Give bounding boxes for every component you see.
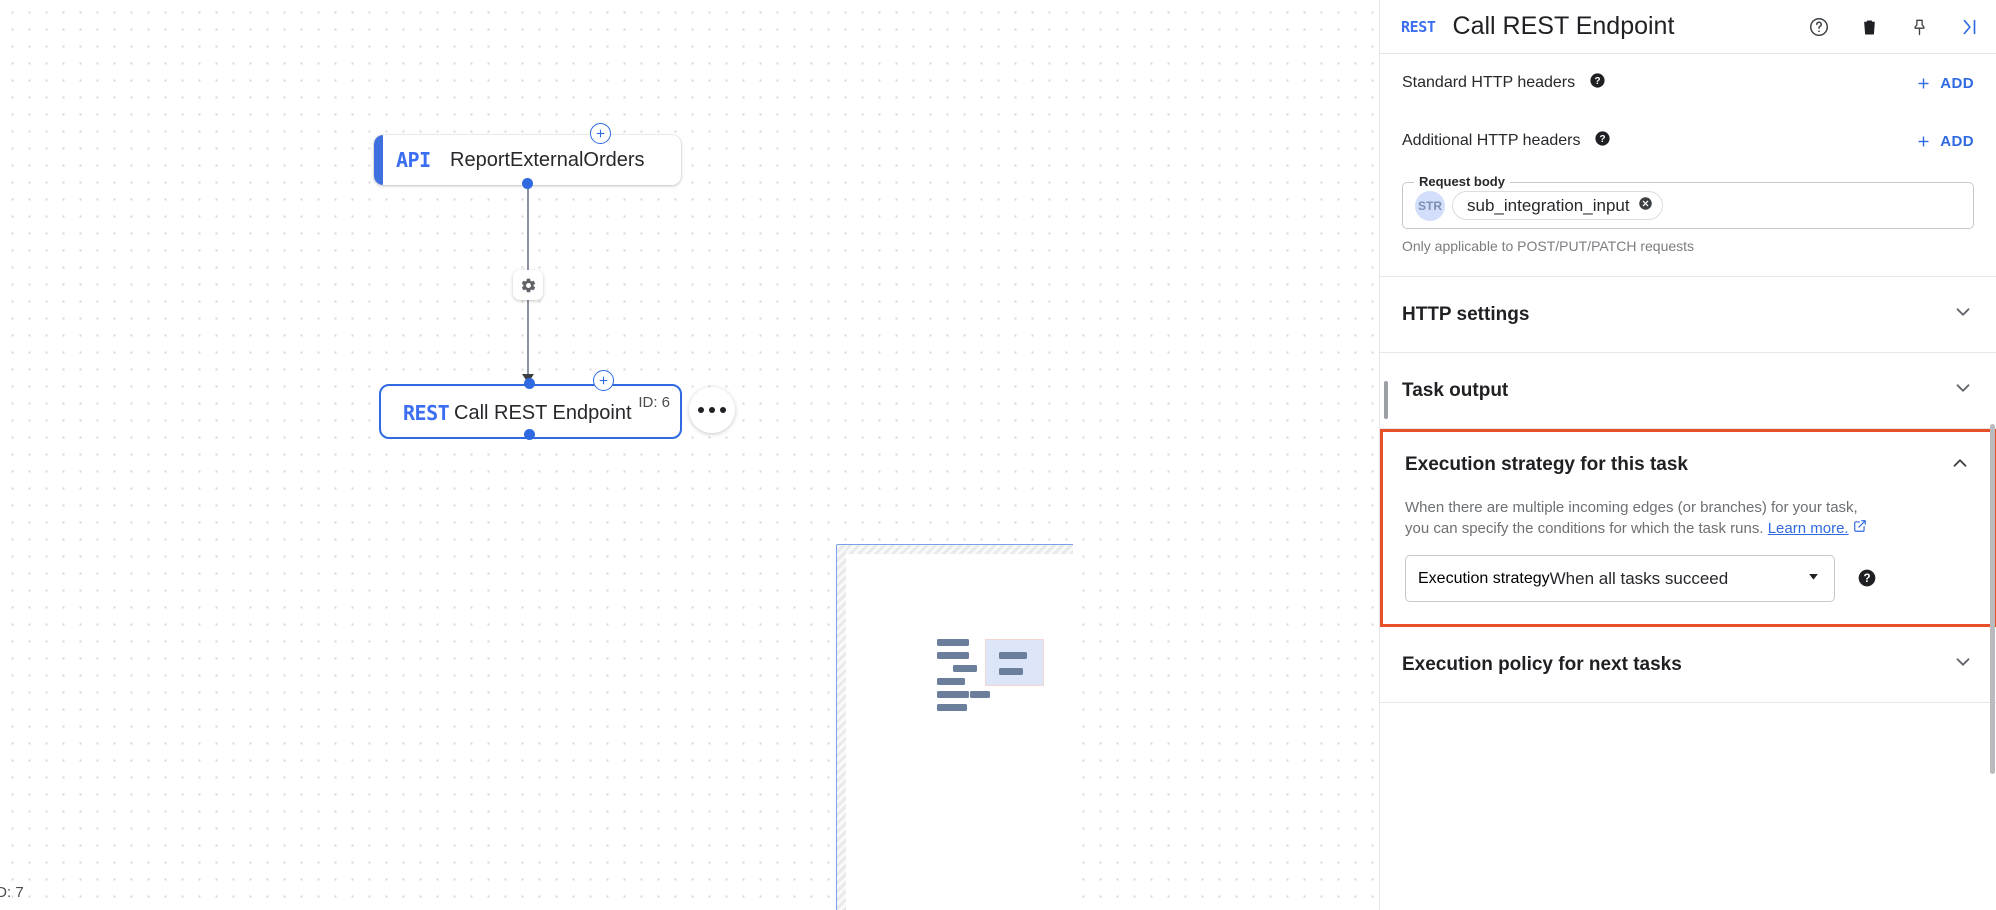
clipped-node-id-label: ID: 7	[0, 884, 24, 901]
node-api-output-dot[interactable]	[522, 178, 533, 189]
execution-strategy-header[interactable]: Execution strategy for this task	[1405, 432, 1971, 498]
node-rest-output-dot[interactable]	[524, 429, 535, 440]
chevron-up-icon[interactable]	[1949, 452, 1971, 479]
request-body-type-badge: STR	[1415, 190, 1445, 221]
section-execution-policy[interactable]: Execution policy for next tasks	[1380, 627, 1996, 704]
add-node-after-rest-button[interactable]	[593, 370, 614, 391]
delete-icon[interactable]	[1856, 14, 1882, 40]
chevron-down-icon[interactable]	[1952, 377, 1974, 404]
panel-hatch-top	[837, 545, 1073, 554]
panel-scrollbar-thumb[interactable]	[1990, 424, 1995, 774]
canvas-node-api[interactable]: API ReportExternalOrders	[374, 135, 681, 185]
section-execution-strategy[interactable]: Execution strategy for this task When th…	[1380, 429, 1996, 628]
request-body-chip-label: sub_integration_input	[1467, 195, 1630, 215]
standard-http-headers-row: Standard HTTP headers ? ADD	[1380, 54, 1996, 112]
node-kind-label: API	[396, 148, 431, 172]
preview-highlight-block	[985, 639, 1044, 686]
additional-http-headers-label: Additional HTTP headers	[1402, 132, 1581, 149]
panel-inner-scroll-indicator[interactable]	[1384, 381, 1388, 419]
collapse-panel-icon[interactable]	[1956, 14, 1982, 40]
request-body-field[interactable]: Request body STR sub_integration_input	[1402, 174, 1974, 229]
svg-text:?: ?	[1863, 573, 1870, 586]
request-body-chip[interactable]: sub_integration_input	[1452, 191, 1663, 220]
section-http-settings-title: HTTP settings	[1402, 303, 1530, 325]
section-task-output[interactable]: Task output	[1380, 353, 1996, 429]
section-execution-strategy-title: Execution strategy for this task	[1405, 454, 1688, 475]
execution-strategy-legend: Execution strategy	[1418, 569, 1550, 587]
section-execution-policy-title: Execution policy for next tasks	[1402, 653, 1682, 675]
add-additional-header-label: ADD	[1940, 132, 1974, 150]
execution-strategy-select[interactable]: Execution strategy When all tasks succee…	[1405, 555, 1835, 603]
panel-hatch-left	[837, 545, 846, 910]
remove-chip-icon[interactable]	[1638, 196, 1653, 216]
dot	[709, 407, 715, 413]
help-filled-icon[interactable]: ?	[1594, 130, 1611, 152]
panel-header-actions	[1806, 0, 1982, 54]
node-more-options-button[interactable]	[689, 387, 735, 433]
panel-header: REST Call REST Endpoint	[1380, 0, 1996, 54]
help-filled-icon[interactable]: ?	[1589, 72, 1606, 94]
divider	[1380, 276, 1996, 277]
task-config-panel: REST Call REST Endpoint	[1379, 0, 1996, 910]
additional-http-headers-row: Additional HTTP headers ? ADD	[1380, 112, 1996, 170]
section-task-output-title: Task output	[1402, 379, 1509, 401]
node-accent-bar	[374, 135, 383, 185]
node-rest-input-dot[interactable]	[524, 378, 535, 389]
request-body-legend: Request body	[1414, 174, 1510, 189]
svg-text:?: ?	[1595, 76, 1601, 87]
panel-kind-label: REST	[1401, 17, 1436, 36]
chevron-down-icon[interactable]	[1952, 651, 1974, 678]
add-node-after-api-button[interactable]	[590, 123, 611, 144]
panel-title: Call REST Endpoint	[1452, 12, 1675, 40]
dot	[698, 407, 704, 413]
plus-icon	[1918, 136, 1929, 146]
section-http-settings[interactable]: HTTP settings	[1380, 277, 1996, 353]
node-title: ReportExternalOrders	[450, 149, 645, 171]
plus-icon	[1918, 78, 1929, 88]
dropdown-caret-icon[interactable]	[1806, 569, 1821, 589]
edge-gear-icon[interactable]	[513, 270, 543, 300]
external-link-icon[interactable]	[1853, 519, 1867, 537]
request-body-helper-text: Only applicable to POST/PUT/PATCH reques…	[1402, 238, 1695, 254]
node-kind-label: REST	[403, 401, 450, 425]
add-standard-header-label: ADD	[1940, 74, 1974, 92]
svg-text:?: ?	[1600, 134, 1606, 145]
execution-strategy-help-icon[interactable]: ?	[1857, 568, 1877, 593]
pin-icon[interactable]	[1906, 14, 1932, 40]
node-id-badge: ID: 6	[638, 394, 670, 411]
help-icon[interactable]	[1806, 14, 1832, 40]
learn-more-link[interactable]: Learn more.	[1767, 519, 1849, 537]
execution-strategy-description-line1: When there are multiple incoming edges (…	[1405, 499, 1858, 516]
execution-strategy-value: When all tasks succeed	[1549, 568, 1729, 588]
standard-http-headers-label: Standard HTTP headers	[1402, 74, 1576, 91]
workflow-canvas[interactable]: API ReportExternalOrders REST Call REST …	[0, 0, 1379, 910]
execution-strategy-description-line2: you can specify the conditions for which…	[1405, 519, 1764, 537]
node-title: Call REST Endpoint	[454, 402, 632, 424]
canvas-preview-panel[interactable]	[836, 544, 1073, 910]
add-standard-header-button[interactable]: ADD	[1915, 75, 1974, 92]
execution-strategy-description: When there are multiple incoming edges (…	[1405, 498, 1971, 539]
chevron-down-icon[interactable]	[1952, 301, 1974, 328]
add-additional-header-button[interactable]: ADD	[1915, 133, 1974, 150]
dot	[720, 407, 726, 413]
